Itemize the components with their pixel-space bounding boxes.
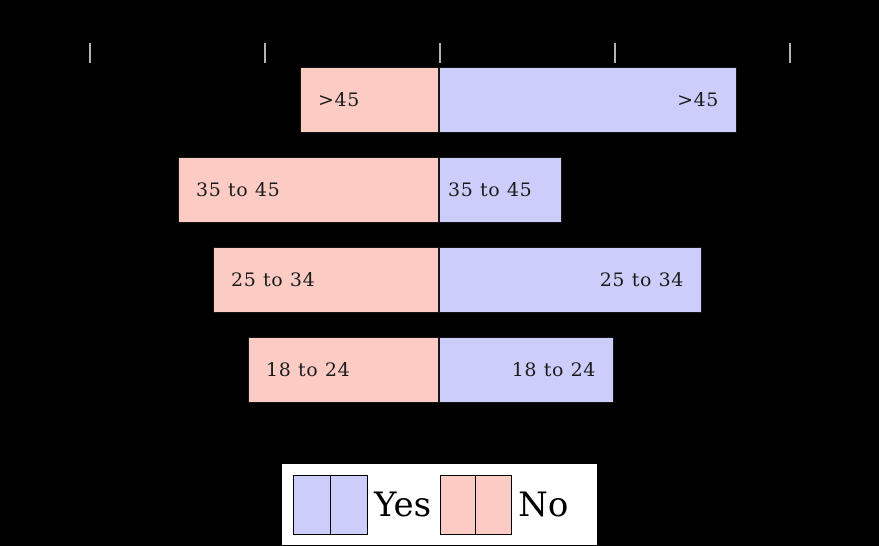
- bar-segment-label: 25 to 34: [231, 269, 316, 291]
- legend-label-no: No: [518, 484, 569, 525]
- bar-row: 18 to 24 18 to 24: [0, 337, 879, 403]
- chart-legend: Yes No: [281, 463, 598, 546]
- bar-row: >45 >45: [0, 67, 879, 133]
- x-axis-tick: [264, 43, 266, 63]
- x-axis-tick: [789, 43, 791, 63]
- bar-segment-yes[interactable]: 25 to 34: [439, 247, 702, 313]
- x-axis-tick-zero: [439, 43, 441, 63]
- bar-segment-no[interactable]: 18 to 24: [248, 337, 439, 403]
- bar-segment-label: 18 to 24: [266, 359, 351, 381]
- bar-segment-label: 25 to 34: [599, 269, 684, 291]
- bar-segment-label: >45: [677, 89, 719, 111]
- bar-segment-label: 35 to 45: [196, 179, 281, 201]
- legend-entry-no[interactable]: No: [440, 474, 569, 535]
- bar-segment-label: 18 to 24: [511, 359, 596, 381]
- bar-segment-no[interactable]: 35 to 45: [178, 157, 439, 223]
- bar-segment-yes[interactable]: 18 to 24: [439, 337, 614, 403]
- legend-label-yes: Yes: [374, 484, 432, 525]
- legend-swatch-yes-icon: [293, 474, 368, 535]
- x-axis-tick: [614, 43, 616, 63]
- bar-segment-yes[interactable]: >45: [439, 67, 737, 133]
- bar-segment-yes[interactable]: 35 to 45: [439, 157, 562, 223]
- bar-row: 25 to 34 25 to 34: [0, 247, 879, 313]
- x-axis-tick: [89, 43, 91, 63]
- bar-row: 35 to 45 35 to 45: [0, 157, 879, 223]
- legend-entry-yes[interactable]: Yes: [293, 474, 432, 535]
- bar-segment-label: >45: [318, 89, 360, 111]
- legend-swatch-no-icon: [440, 474, 513, 535]
- bar-segment-label: 35 to 45: [448, 179, 533, 201]
- bar-segment-no[interactable]: >45: [300, 67, 439, 133]
- bar-segment-no[interactable]: 25 to 34: [213, 247, 439, 313]
